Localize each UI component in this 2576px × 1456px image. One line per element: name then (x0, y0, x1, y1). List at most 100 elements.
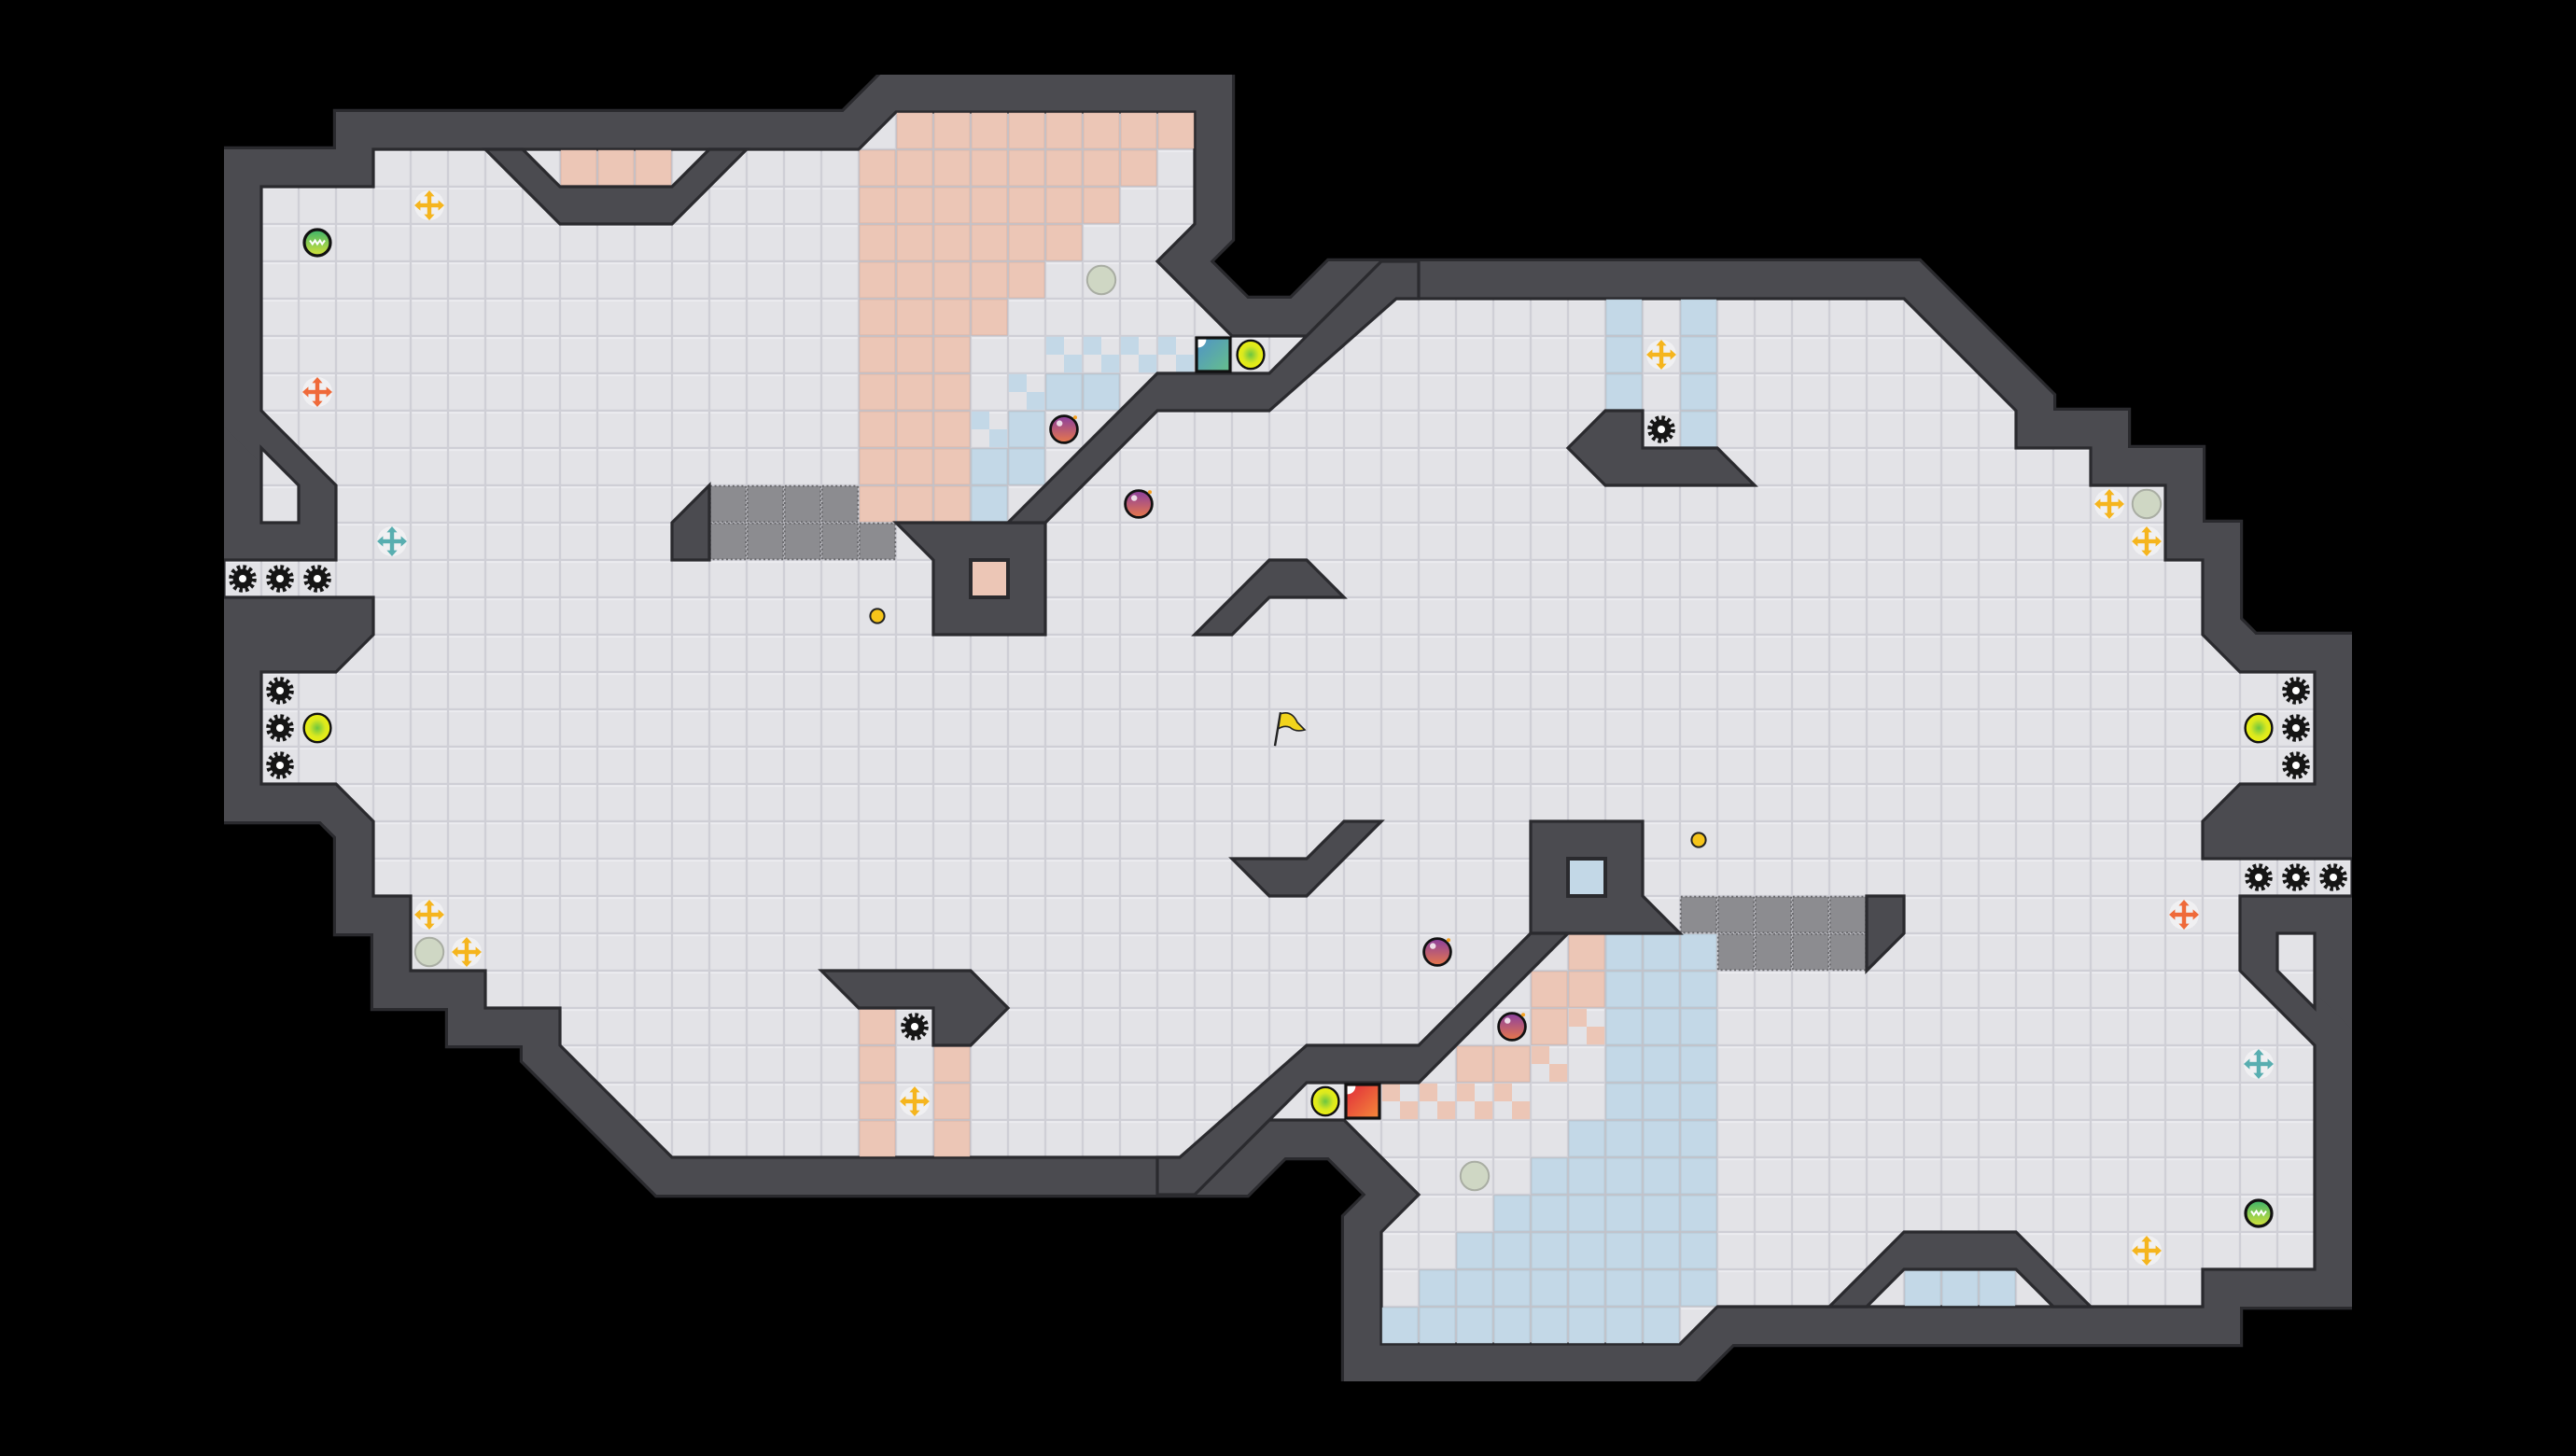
gear-ledge-wall (818, 969, 1011, 1047)
blue-zone-cell (1680, 299, 1718, 337)
blue-zone-cell (1680, 1120, 1718, 1158)
cross-arrowhead (438, 909, 444, 920)
checker-square (989, 429, 1008, 448)
cross-bar (427, 194, 432, 217)
checker-square (1120, 336, 1139, 355)
pink-zone-cell (896, 448, 934, 486)
blue-zone-cell (1605, 1008, 1644, 1046)
bomb-shine (1505, 1017, 1511, 1024)
blue-zone-cell (1680, 1157, 1718, 1196)
blue-zone-cell (1680, 1195, 1718, 1233)
ledge-wall (1865, 894, 1906, 974)
pink-zone-cell (1456, 1045, 1494, 1084)
pink-zone-cell (971, 223, 1009, 261)
pink-zone-cell (933, 260, 972, 299)
metal-grate-tile (746, 522, 785, 561)
cross-arrowhead (312, 400, 323, 407)
blue-zone-cell (1643, 1008, 1681, 1046)
metal-grate-tile (1828, 932, 1868, 972)
gear-hole (911, 1023, 918, 1030)
gear-icon (2282, 677, 2310, 705)
pink-zone-cell (896, 186, 934, 224)
blue-zone-cell (1493, 1307, 1532, 1345)
team-block-shine (1347, 1085, 1356, 1095)
metal-grate-tile (1754, 932, 1793, 972)
checker-square (1475, 1101, 1493, 1120)
metal-grate-tile (1716, 895, 1756, 934)
blue-zone-cell (1531, 1269, 1569, 1308)
blue-zone-cell (1605, 1307, 1644, 1345)
gear-icon (229, 565, 257, 593)
pink-zone-cell (1008, 260, 1046, 299)
blue-zone-cell (1419, 1307, 1457, 1345)
checker-square (1512, 1101, 1531, 1120)
pink-zone-cell (933, 485, 972, 524)
cross-arrowhead (1670, 349, 1676, 360)
cross-arrowhead (475, 946, 482, 958)
blue-checker-cell (1157, 336, 1195, 373)
gear-teeth (2282, 863, 2310, 891)
gear-hole (276, 575, 284, 582)
checker-square (1027, 392, 1045, 411)
cross-arrowhead (2155, 1245, 2162, 1256)
blue-zone-cell (1568, 1195, 1606, 1233)
cross-arrowhead (438, 200, 444, 211)
move-cross-icon (2169, 900, 2199, 930)
pink-zone-cell (1083, 186, 1121, 224)
blue-zone-cell (1045, 373, 1084, 412)
blue-zone-cell (1643, 1195, 1681, 1233)
move-cross-icon (414, 190, 445, 220)
floor (224, 110, 2352, 1346)
blue-zone-cell (1008, 411, 1046, 449)
yellow-ball-icon (302, 712, 332, 744)
blue-zone-cell (1456, 1232, 1494, 1270)
cross-arrowhead (2104, 489, 2115, 496)
blue-checker-cell (1045, 336, 1083, 373)
ramp-wall (1228, 819, 1385, 898)
pink-zone-cell (1045, 148, 1084, 187)
blue-zone-cell (1605, 373, 1644, 412)
cross-arrowhead (909, 1110, 920, 1116)
boost-ball-icon (2244, 1198, 2274, 1228)
gear-icon (1647, 415, 1675, 443)
gear-hole (2255, 874, 2262, 881)
cross-bar (1659, 343, 1664, 366)
blue-zone-cell (1680, 1008, 1718, 1046)
pink-zone-cell (1120, 111, 1158, 149)
pink-zone-cell (971, 260, 1009, 299)
cross-bar (912, 1090, 917, 1113)
blue-zone-cell (1904, 1269, 1942, 1308)
blue-checker-cell (1008, 373, 1045, 411)
move-cross-icon (302, 377, 333, 408)
wall-pocket (259, 444, 301, 525)
diagonal-wall (1004, 259, 1421, 525)
gray-disc-icon (413, 936, 445, 968)
cross-arrowhead (1656, 340, 1667, 346)
checker-square (1083, 336, 1101, 355)
pink-zone-cell (933, 1120, 972, 1158)
interior-walls (259, 147, 2317, 1309)
pink-zone-cell (971, 111, 1009, 149)
pink-zone-cell (1568, 933, 1606, 972)
cross-arrowhead (2192, 909, 2199, 920)
blue-zone-cell (1643, 1232, 1681, 1270)
gear-teeth (2319, 863, 2347, 891)
pink-checker-cell (1456, 1083, 1493, 1120)
level-layer (224, 75, 2352, 1381)
blue-zone-cell (1605, 971, 1644, 1009)
diagonal-wall (1155, 931, 1572, 1197)
checker-square (1008, 373, 1027, 392)
cross-bar (2144, 1239, 2149, 1262)
blue-zone-cell (1643, 1157, 1681, 1196)
metal-grate-tile (783, 522, 822, 561)
blue-zone-cell (1456, 1269, 1494, 1308)
cross-arrowhead (326, 386, 332, 398)
boost-ball-icon (302, 228, 332, 258)
cross-arrowhead (377, 536, 384, 547)
cross-arrowhead (386, 526, 398, 533)
blue-checker-cell (1120, 336, 1157, 373)
cross-bar (315, 381, 320, 403)
bomb-icon (1422, 937, 1452, 967)
cross-arrowhead (2178, 900, 2190, 906)
